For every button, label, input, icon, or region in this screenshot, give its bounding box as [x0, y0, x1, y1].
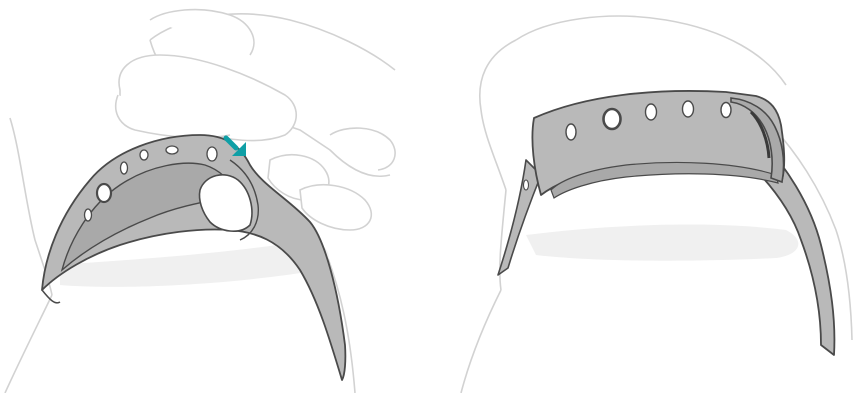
band-hole	[646, 104, 657, 120]
right-illustration	[426, 0, 853, 393]
panel-left-fastening	[0, 0, 426, 393]
band-hole-large	[97, 184, 111, 202]
band-hole	[140, 150, 148, 160]
band-hole	[166, 146, 178, 154]
right-shadow	[526, 225, 798, 261]
band-hole	[207, 147, 217, 161]
panel-right-fastened	[426, 0, 853, 393]
right-band	[498, 91, 834, 355]
band-hole	[683, 101, 694, 117]
band-hole-fastened	[604, 109, 621, 129]
band-hole	[121, 162, 128, 174]
band-hole	[85, 209, 92, 221]
band-hole	[566, 124, 576, 140]
band-hole	[721, 103, 731, 118]
left-illustration	[0, 0, 426, 393]
